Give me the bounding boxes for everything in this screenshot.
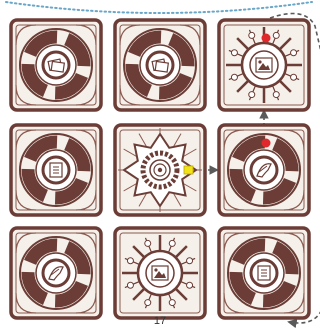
page-number: 17 — [148, 315, 172, 327]
top-dotted-border — [6, 2, 312, 13]
red-dot-marker — [262, 139, 271, 148]
tile-2-2[interactable] — [219, 228, 309, 318]
scene-icon — [256, 58, 272, 72]
tile-0-2[interactable] — [219, 20, 309, 110]
tile-2-1[interactable] — [115, 228, 205, 318]
star-hub-icon — [154, 164, 166, 176]
tile-1-2[interactable] — [219, 125, 309, 215]
tile-0-1[interactable] — [115, 20, 205, 110]
dotted-arc — [6, 2, 312, 13]
tile-grid — [11, 20, 309, 318]
book-icon — [258, 266, 270, 280]
tile-1-0[interactable] — [11, 125, 101, 215]
tile-1-1[interactable] — [115, 125, 205, 215]
scene-icon — [152, 266, 168, 280]
tile-0-0[interactable] — [11, 20, 101, 110]
yellow-square-marker — [184, 166, 193, 174]
tile-2-0[interactable] — [11, 228, 101, 318]
red-dot-marker — [262, 34, 271, 43]
book-icon — [50, 163, 62, 177]
